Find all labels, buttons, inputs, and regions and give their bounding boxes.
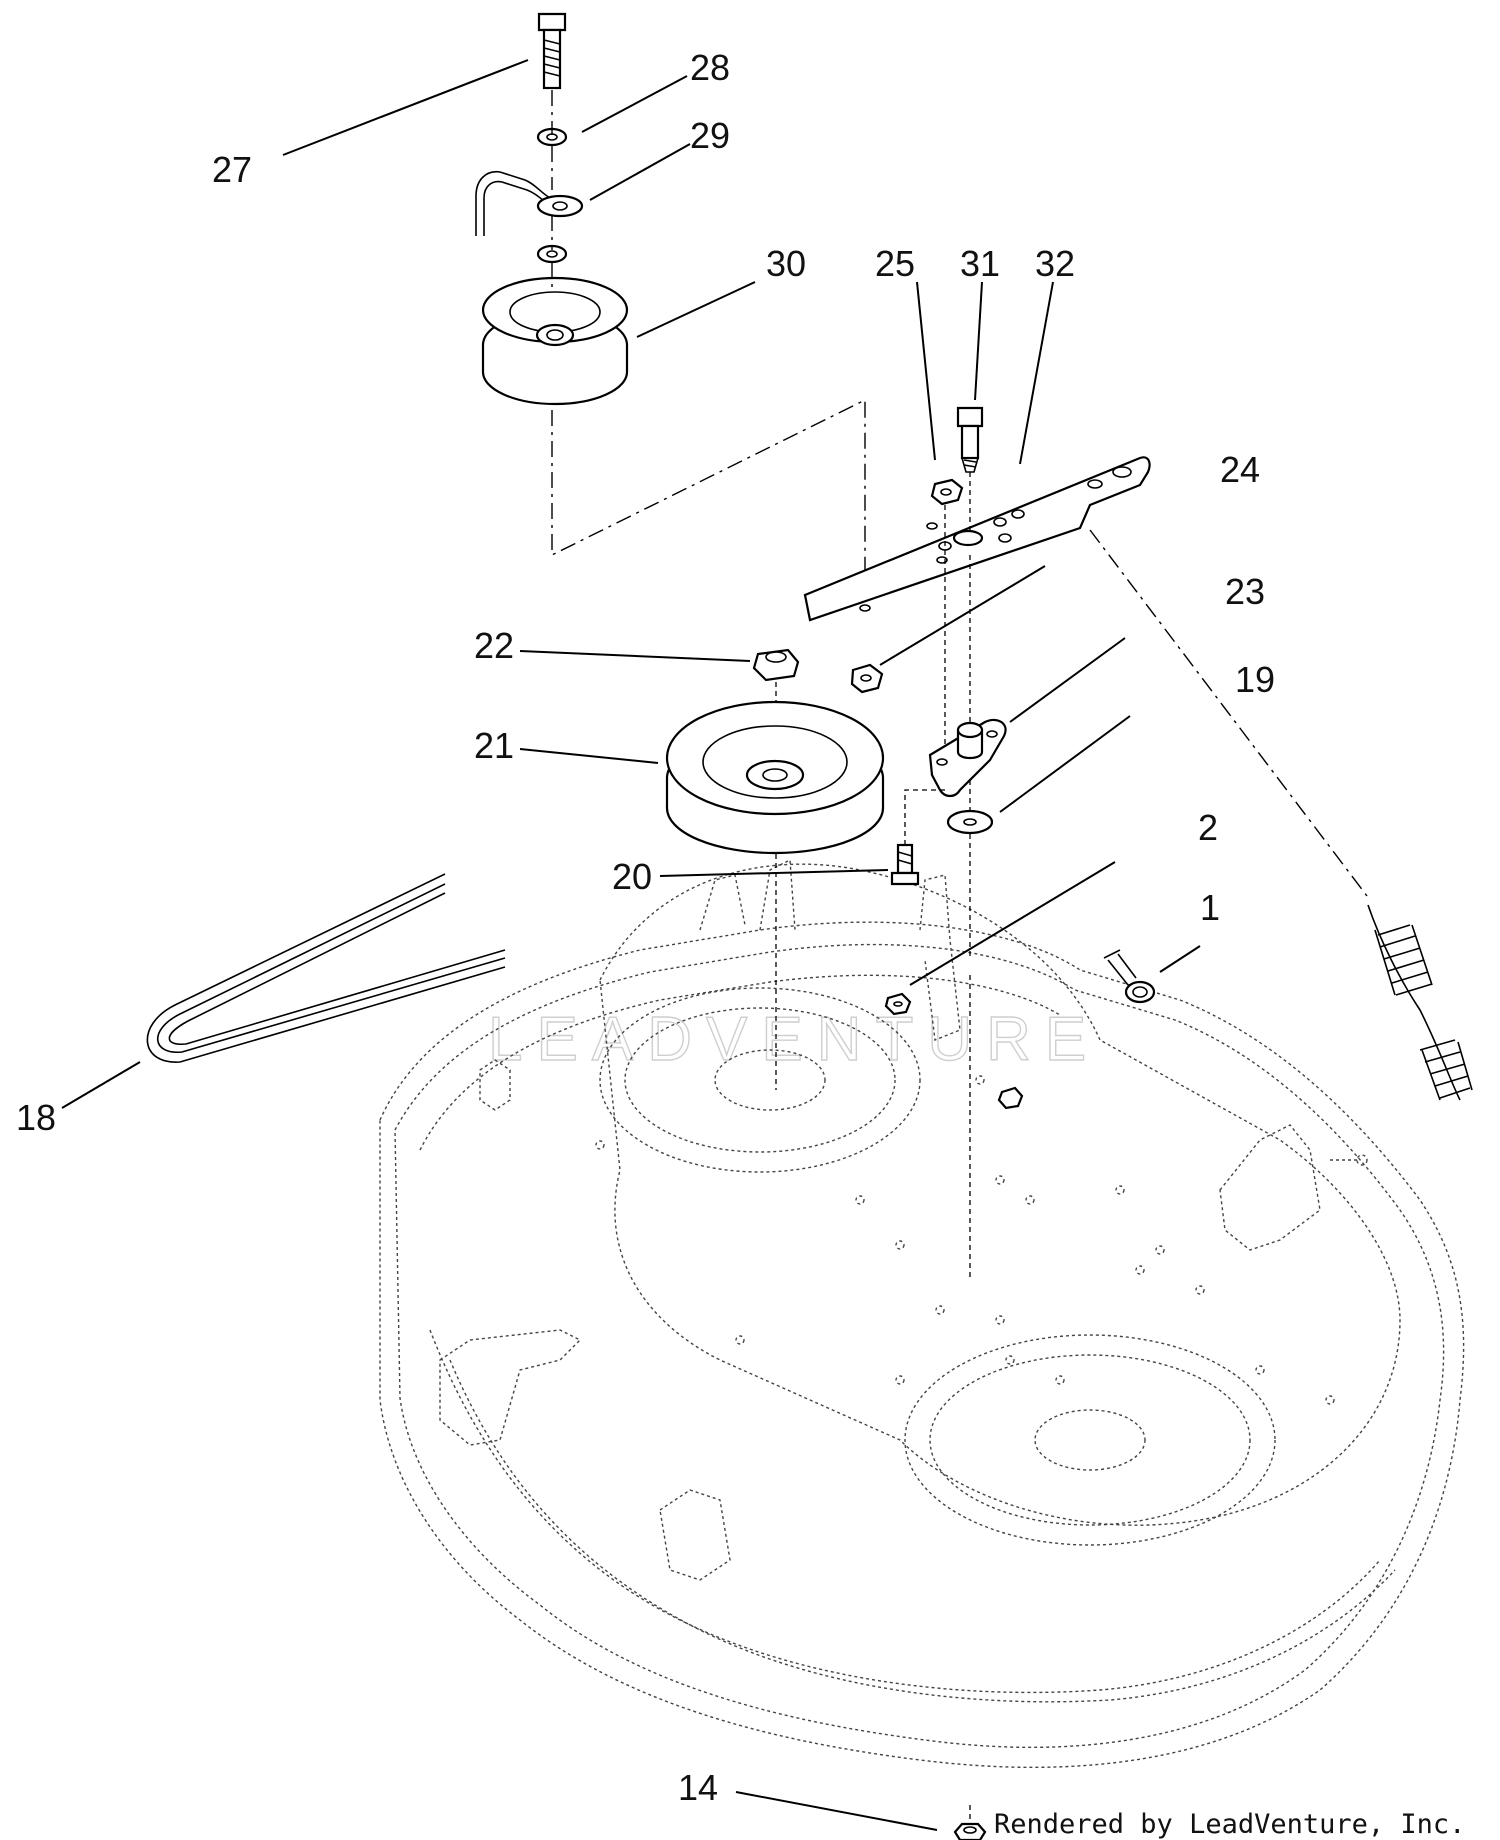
- bottom-nut: [953, 1822, 987, 1840]
- callout-25: 25: [875, 243, 915, 284]
- credit-text: Rendered by LeadVenture, Inc.: [994, 1809, 1465, 1840]
- idler-arm: [803, 456, 1151, 622]
- callout-20: 20: [612, 856, 652, 897]
- bolt-20: [890, 843, 920, 886]
- belt: [146, 873, 506, 1063]
- flat-washer: [946, 809, 994, 835]
- long-bolt: [537, 12, 567, 90]
- pivot-bracket: [928, 718, 1007, 798]
- hex-nut-24: [850, 663, 884, 694]
- callout-29: 29: [690, 115, 730, 156]
- mower-deck: [379, 858, 1465, 1769]
- callout-1: 1: [1200, 887, 1220, 928]
- spring-route-line: [1089, 529, 1371, 901]
- callout-30: 30: [766, 243, 806, 284]
- shoulder-bolt: [956, 406, 984, 473]
- spring: [1367, 904, 1473, 1101]
- callout-32: 32: [1035, 243, 1075, 284]
- idler-pulley: [481, 276, 629, 406]
- deck-nut-right: [997, 1086, 1024, 1110]
- callout-21: 21: [474, 725, 514, 766]
- callout-22: 22: [474, 625, 514, 666]
- callout-19: 19: [1235, 659, 1275, 700]
- idler-route-line: [551, 398, 866, 600]
- leader-lines: [61, 59, 1201, 1831]
- callout-28: 28: [690, 47, 730, 88]
- callout-27: 27: [212, 149, 252, 190]
- belt-guide-rod: [475, 171, 584, 236]
- hex-nut-small: [930, 478, 964, 506]
- bracket-route-line: [904, 789, 945, 845]
- callout-14: 14: [678, 1767, 718, 1808]
- main-pulley: [665, 700, 885, 855]
- callout-2: 2: [1198, 807, 1218, 848]
- callout-18: 18: [16, 1097, 56, 1138]
- callout-24: 24: [1220, 449, 1260, 490]
- watermark-text: LEADVENTURE: [488, 1005, 1100, 1074]
- hex-nut-22: [752, 648, 800, 682]
- callout-23: 23: [1225, 571, 1265, 612]
- callout-31: 31: [960, 243, 1000, 284]
- deck-nut: [884, 992, 912, 1016]
- eyebolt: [1103, 949, 1156, 1004]
